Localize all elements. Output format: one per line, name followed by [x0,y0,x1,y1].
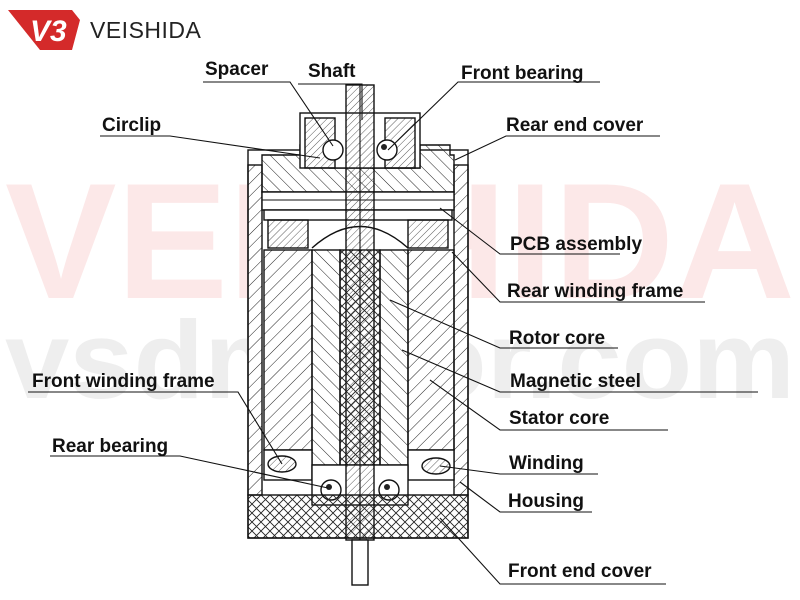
label-rotor-core: Rotor core [509,328,605,349]
label-rear-end-cover: Rear end cover [506,115,644,136]
label-stator-core: Stator core [509,408,609,429]
logo-mark [8,10,80,50]
leader-lines [28,81,758,585]
label-rear-winding-frame: Rear winding frame [507,281,683,302]
brand-logo: V3 VEISHIDA [8,10,202,50]
brand-name: VEISHIDA [90,17,202,43]
label-front-bearing: Front bearing [461,63,583,84]
part-labels: Spacer Shaft Front bearing Circlip Rear … [32,59,683,582]
label-circlip: Circlip [102,115,161,136]
magnetic-steel-right [379,249,409,466]
label-front-winding-frame: Front winding frame [32,371,215,392]
magnetic-steel-left [311,249,341,466]
stator-core-right [407,249,455,451]
logo-text: V3 [30,15,67,48]
motor-cross-section [247,84,469,586]
label-rear-bearing: Rear bearing [52,436,168,457]
label-spacer: Spacer [205,59,269,80]
label-pcb-assembly: PCB assembly [510,234,642,255]
label-front-end-cover: Front end cover [508,561,652,582]
label-magnetic-steel: Magnetic steel [510,371,641,392]
front-bearing-ball [322,139,344,161]
label-shaft: Shaft [308,61,356,82]
stator-core-left [263,249,313,451]
label-housing: Housing [508,491,584,512]
label-winding: Winding [509,453,584,474]
